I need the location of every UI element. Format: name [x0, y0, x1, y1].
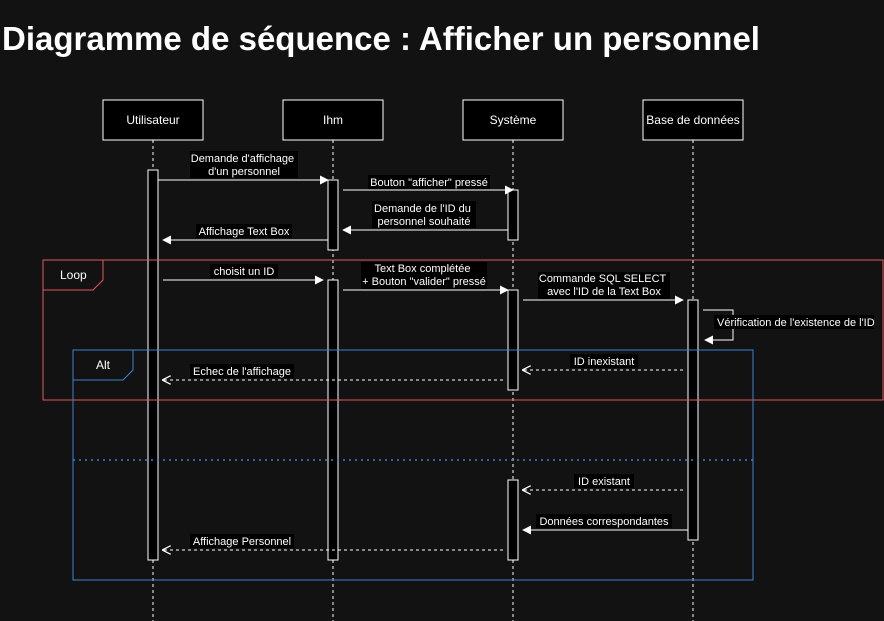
message-label: Données correspondantes	[539, 516, 669, 528]
message-id-existant: ID existant	[523, 474, 683, 490]
message-label: Text Box complétée + Bouton "valider" pr…	[362, 263, 486, 288]
message-label-bg	[190, 364, 294, 378]
participant-label-ihm: Ihm	[323, 113, 343, 127]
alt-label-tab	[72, 349, 134, 381]
message-label: Affichage Personnel	[193, 536, 291, 548]
message-demande-affichage: Demande d'affichage d'un personnel	[158, 151, 329, 185]
message-line: Demande de l'ID du	[374, 203, 471, 215]
message-choisit-id: choisit un ID	[163, 264, 324, 285]
message-label-bg	[361, 262, 487, 289]
loop-frame	[42, 259, 884, 401]
activation-ihm-1	[327, 179, 339, 251]
message-label-bg	[210, 264, 278, 278]
activation-bars	[147, 169, 699, 561]
message-commande-sql: Commande SQL SELECT avec l'ID de la Text…	[523, 272, 684, 305]
participant-user: Utilisateur	[102, 99, 204, 141]
loop-label: Loop	[60, 268, 87, 282]
message-donnees-correspondantes: Données correspondantes	[522, 514, 688, 535]
activation-system-3	[507, 479, 519, 561]
message-label-bg	[190, 151, 298, 178]
message-label-bg	[190, 534, 294, 548]
message-label-bg	[538, 272, 670, 299]
alt-label: Alt	[96, 358, 111, 372]
message-label-bg	[570, 354, 638, 368]
message-label: Demande de l'ID du personnel souhaité	[374, 203, 474, 228]
message-line: Commande SQL SELECT	[539, 273, 667, 285]
message-label: ID existant	[578, 476, 630, 488]
activation-system-2	[507, 289, 519, 391]
activation-ihm-2	[327, 279, 339, 561]
message-verification-existence: Vérification de l'existence de l'ID	[703, 309, 875, 345]
participant-label-system: Système	[490, 113, 537, 127]
activation-user	[147, 169, 159, 561]
participant-label-user: Utilisateur	[126, 113, 179, 127]
message-label-bg	[574, 474, 634, 488]
message-line: avec l'ID de la Text Box	[547, 286, 661, 298]
message-demande-id: Demande de l'ID du personnel souhaité	[342, 201, 508, 235]
message-bouton-afficher: Bouton "afficher" pressé	[343, 175, 514, 195]
messages: Demande d'affichage d'un personnel Bouto…	[158, 151, 875, 550]
message-label: Bouton "afficher" pressé	[370, 177, 488, 189]
message-label-bg	[196, 224, 292, 238]
participant-label-db: Base de données	[646, 113, 739, 127]
message-label: Vérification de l'existence de l'ID	[717, 317, 875, 329]
alt-fragment: Alt	[72, 349, 754, 581]
diagram-title: Diagramme de séquence : Afficher un pers…	[2, 20, 760, 57]
message-echec-affichage: Echec de l'affichage	[163, 364, 503, 380]
message-line: d'un personnel	[208, 166, 280, 178]
message-label: choisit un ID	[214, 266, 275, 278]
message-line: Text Box complétée	[374, 263, 470, 275]
activation-system-1	[507, 189, 519, 241]
message-label-bg	[536, 514, 672, 528]
message-line: personnel souhaité	[378, 216, 471, 228]
message-label: Commande SQL SELECT avec l'ID de la Text…	[539, 273, 669, 298]
participant-system: Système	[462, 99, 564, 141]
activation-db	[687, 299, 699, 541]
alt-frame	[72, 349, 754, 581]
message-id-inexistant: ID inexistant	[523, 354, 683, 370]
message-text-box-completee: Text Box complétée + Bouton "valider" pr…	[343, 262, 509, 295]
message-label-bg	[368, 175, 490, 189]
message-label: ID inexistant	[574, 356, 635, 368]
loop-label-tab	[42, 259, 104, 291]
message-line: Demande d'affichage	[191, 153, 294, 165]
message-affichage-text-box: Affichage Text Box	[162, 224, 328, 245]
participant-db: Base de données	[642, 99, 744, 141]
message-affichage-personnel: Affichage Personnel	[163, 534, 503, 550]
message-label: Demande d'affichage d'un personnel	[191, 153, 297, 178]
message-label: Echec de l'affichage	[193, 366, 291, 378]
message-line: + Bouton "valider" pressé	[362, 276, 486, 288]
loop-fragment: Loop	[42, 259, 884, 401]
message-label-bg	[714, 315, 874, 329]
message-label-bg	[372, 201, 476, 228]
message-label: Affichage Text Box	[199, 226, 290, 238]
participant-ihm: Ihm	[282, 99, 384, 141]
